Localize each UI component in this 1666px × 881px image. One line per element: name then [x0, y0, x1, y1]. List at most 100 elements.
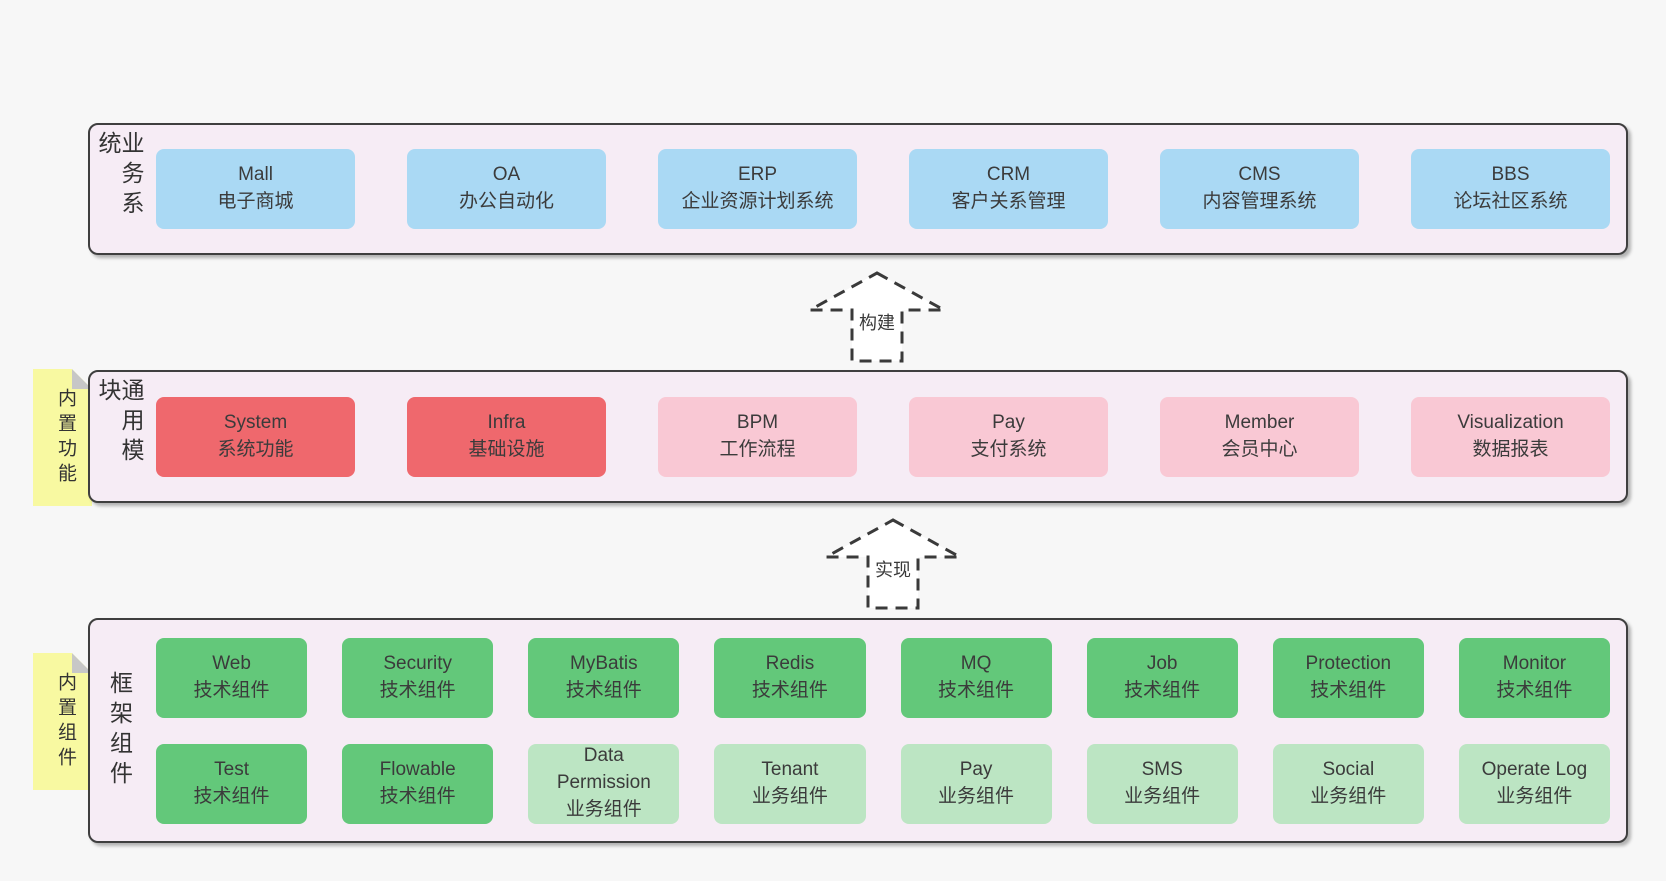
- box-title: BBS: [1491, 164, 1530, 186]
- box-title: Data Permission: [556, 745, 651, 794]
- box-title: OA: [492, 164, 521, 186]
- box-oa: OA 办公自动化: [407, 149, 606, 229]
- box-title: Job: [1146, 652, 1178, 674]
- box-crm: CRM 客户关系管理: [909, 149, 1108, 229]
- box-subtitle: 会员中心: [1221, 438, 1298, 460]
- box-subtitle: 业务组件: [1496, 785, 1573, 807]
- box-title: Redis: [765, 652, 815, 674]
- box-subtitle: 企业资源计划系统: [681, 191, 834, 212]
- sticky-note-label: 内置功能: [55, 387, 76, 488]
- box-sms: SMS 业务组件: [1086, 743, 1238, 824]
- box-title: Tenant: [761, 758, 819, 780]
- arrow-label: 实现: [872, 555, 914, 583]
- box-subtitle: 技术组件: [193, 679, 270, 701]
- band-business-systems: 业务系统 Mall 电子商城 OA 办公自动化 ERP 企业资源计划系统 CRM…: [88, 123, 1628, 255]
- box-title: Flowable: [379, 758, 456, 780]
- band-common-modules: 通用模块 System 系统功能 Infra 基础设施 BPM 工作流程 Pay…: [88, 370, 1628, 503]
- box-subtitle: 技术组件: [1310, 679, 1387, 701]
- box-title: Pay: [959, 758, 993, 780]
- box-operate-log: Operate Log 业务组件: [1458, 743, 1610, 824]
- box-subtitle: 数据报表: [1472, 438, 1549, 460]
- box-subtitle: 技术组件: [751, 679, 828, 701]
- box-title: Mall: [238, 164, 273, 186]
- box-member: Member 会员中心: [1160, 396, 1359, 477]
- band-label-framework-components: 框架组件: [106, 670, 133, 791]
- box-infra: Infra 基础设施: [407, 396, 606, 477]
- box-mq: MQ 技术组件: [900, 637, 1052, 718]
- box-title: System: [223, 411, 288, 433]
- box-subtitle: 论坛社区系统: [1453, 191, 1568, 212]
- box-subtitle: 工作流程: [719, 438, 796, 460]
- box-subtitle: 业务组件: [751, 785, 828, 807]
- box-redis: Redis 技术组件: [714, 637, 866, 718]
- arrow-label: 构建: [856, 308, 898, 336]
- box-system: System 系统功能: [156, 396, 355, 477]
- arrow-implement: 实现: [823, 517, 963, 611]
- components-row-2: Test 技术组件 Flowable 技术组件 Data Permission …: [156, 743, 1610, 824]
- box-subtitle: 技术组件: [565, 679, 642, 701]
- box-subtitle: 技术组件: [379, 679, 456, 701]
- box-subtitle: 技术组件: [938, 679, 1015, 701]
- arrow-build: 构建: [807, 270, 947, 364]
- box-subtitle: 业务组件: [565, 798, 642, 820]
- box-title: Monitor: [1502, 652, 1567, 674]
- box-subtitle: 技术组件: [193, 785, 270, 807]
- sticky-note-built-in-features: 内置功能: [33, 369, 92, 506]
- box-subtitle: 系统功能: [217, 438, 294, 460]
- box-test: Test 技术组件: [156, 743, 308, 824]
- box-tenant: Tenant 业务组件: [714, 743, 866, 824]
- box-job: Job 技术组件: [1086, 637, 1238, 718]
- box-title: CMS: [1238, 164, 1281, 186]
- box-subtitle: 技术组件: [379, 785, 456, 807]
- box-web: Web 技术组件: [156, 637, 308, 718]
- band-label-business-systems: 业务系统: [95, 131, 144, 221]
- box-title: SMS: [1141, 758, 1183, 780]
- band-label-common-modules: 通用模块: [95, 378, 144, 468]
- box-subtitle: 业务组件: [938, 785, 1015, 807]
- box-pay-system: Pay 支付系统: [909, 396, 1108, 477]
- box-title: Infra: [487, 411, 526, 433]
- components-row-1: Web 技术组件 Security 技术组件 MyBatis 技术组件 Redi…: [156, 637, 1610, 718]
- box-data-permission: Data Permission 业务组件: [528, 743, 680, 824]
- box-subtitle: 基础设施: [468, 438, 545, 460]
- box-protection: Protection 技术组件: [1272, 637, 1424, 718]
- box-mybatis: MyBatis 技术组件: [528, 637, 680, 718]
- box-title: MQ: [960, 652, 992, 674]
- business-systems-row: Mall 电子商城 OA 办公自动化 ERP 企业资源计划系统 CRM 客户关系…: [148, 125, 1626, 253]
- box-security: Security 技术组件: [342, 637, 494, 718]
- box-visualization: Visualization 数据报表: [1411, 396, 1610, 477]
- box-title: MyBatis: [570, 652, 638, 674]
- box-title: BPM: [736, 411, 779, 433]
- box-title: Pay: [992, 411, 1025, 433]
- box-mall: Mall 电子商城: [156, 149, 355, 229]
- box-title: Social: [1322, 758, 1375, 780]
- box-subtitle: 客户关系管理: [951, 191, 1066, 212]
- band-framework-components: 框架组件 Web 技术组件 Security 技术组件 MyBatis 技术组件…: [88, 618, 1628, 843]
- box-title: CRM: [986, 164, 1031, 186]
- common-modules-row: System 系统功能 Infra 基础设施 BPM 工作流程 Pay 支付系统…: [148, 372, 1626, 501]
- box-subtitle: 办公自动化: [458, 191, 554, 212]
- box-flowable: Flowable 技术组件: [342, 743, 494, 824]
- box-subtitle: 支付系统: [970, 438, 1047, 460]
- box-title: Security: [383, 652, 452, 674]
- framework-components-grid: Web 技术组件 Security 技术组件 MyBatis 技术组件 Redi…: [148, 620, 1626, 841]
- box-erp: ERP 企业资源计划系统: [658, 149, 857, 229]
- box-social: Social 业务组件: [1272, 743, 1424, 824]
- box-title: Test: [214, 758, 249, 780]
- box-subtitle: 电子商城: [217, 191, 294, 212]
- box-bpm: BPM 工作流程: [658, 396, 857, 477]
- box-cms: CMS 内容管理系统: [1160, 149, 1359, 229]
- box-title: Operate Log: [1481, 758, 1588, 780]
- box-subtitle: 技术组件: [1496, 679, 1573, 701]
- box-subtitle: 业务组件: [1310, 785, 1387, 807]
- box-title: ERP: [737, 164, 778, 186]
- box-title: Member: [1224, 411, 1295, 433]
- box-subtitle: 业务组件: [1124, 785, 1201, 807]
- box-bbs: BBS 论坛社区系统: [1411, 149, 1610, 229]
- sticky-note-built-in-components: 内置组件: [33, 653, 92, 790]
- box-pay-component: Pay 业务组件: [900, 743, 1052, 824]
- box-subtitle: 技术组件: [1124, 679, 1201, 701]
- box-monitor: Monitor 技术组件: [1458, 637, 1610, 718]
- box-subtitle: 内容管理系统: [1202, 191, 1317, 212]
